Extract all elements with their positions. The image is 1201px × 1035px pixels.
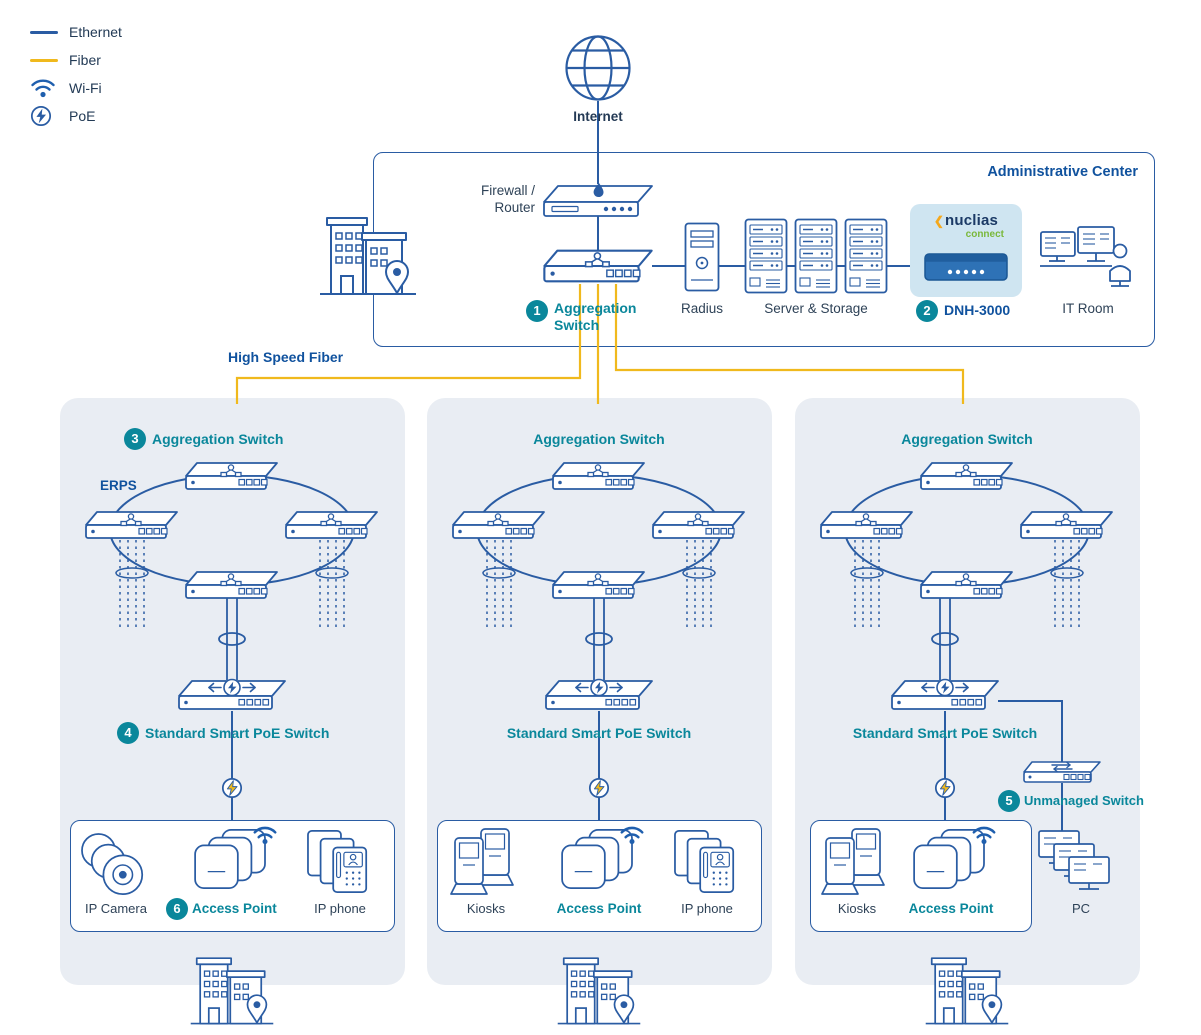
zone1-aggregation-switch-label: Aggregation Switch xyxy=(152,431,284,447)
core-aggregation-switch-icon xyxy=(542,248,654,284)
legend-row-wifi: Wi-Fi xyxy=(30,74,122,102)
ring-switch-top-icon xyxy=(551,461,646,491)
firewall-label-line1: Firewall / xyxy=(480,183,535,198)
ring-switch-left-icon xyxy=(451,510,546,540)
ring-switch-top-icon xyxy=(184,461,279,491)
firewall-router-label: Firewall / Router xyxy=(455,182,535,216)
internet-globe-icon xyxy=(563,33,633,103)
step-badge-6: 6 xyxy=(166,898,188,920)
poe-switch-icon xyxy=(177,677,287,713)
poe-bolt-icon xyxy=(934,777,956,799)
ip-phone-label: IP phone xyxy=(681,901,733,916)
ip-phone-icon xyxy=(305,830,375,896)
radius-server-icon xyxy=(684,222,720,292)
pc-label: PC xyxy=(1071,901,1091,916)
zone1-poe-switch-label: Standard Smart PoE Switch xyxy=(145,725,330,741)
server-storage-label: Server & Storage xyxy=(764,301,868,316)
ip-camera-icon xyxy=(79,832,153,900)
wifi-icon xyxy=(30,78,58,98)
agg-label-line2: Switch xyxy=(554,317,600,333)
nuclias-connect-wordmark: connect xyxy=(965,229,1004,240)
ring-switch-bottom-icon xyxy=(919,570,1014,600)
ip-phone-icon xyxy=(672,830,742,896)
ring-switch-top-icon xyxy=(919,461,1014,491)
agg-label-line1: Aggregation xyxy=(554,300,637,316)
server-rack-icon xyxy=(844,218,888,294)
admin-center-title: Administrative Center xyxy=(987,164,1138,180)
nuclias-wordmark: nuclias xyxy=(944,212,999,229)
poe-switch-icon xyxy=(544,677,654,713)
step-badge-2: 2 xyxy=(916,300,938,322)
zone1-building-icon xyxy=(189,942,275,1026)
legend-label: Fiber xyxy=(69,52,101,68)
dnh-3000-label: DNH-3000 xyxy=(944,302,1011,318)
legend-label: PoE xyxy=(69,108,96,124)
ring-switch-left-icon xyxy=(84,510,179,540)
poe-bolt-icon xyxy=(221,777,243,799)
ring-switch-right-icon xyxy=(651,510,746,540)
nuclias-logo: ❮nuclias xyxy=(910,213,1022,229)
step-badge-1: 1 xyxy=(526,300,548,322)
nuclias-chevron-icon: ❮ xyxy=(933,214,944,228)
ring-switch-right-icon xyxy=(284,510,379,540)
step-badge-4: 4 xyxy=(117,722,139,744)
pc-icon xyxy=(1038,830,1124,898)
radius-label: Radius xyxy=(680,301,724,316)
firewall-label-line2: Router xyxy=(494,200,535,215)
step-badge-3: 3 xyxy=(124,428,146,450)
access-point-icon xyxy=(905,826,997,892)
poe-icon xyxy=(30,105,58,127)
zone2-access-point-label: Access Point xyxy=(556,901,642,916)
it-room-label: IT Room xyxy=(1062,301,1114,316)
poe-switch-icon xyxy=(890,677,1000,713)
legend-label: Wi-Fi xyxy=(69,80,102,96)
kiosk-icon xyxy=(820,828,894,896)
ring-switch-bottom-icon xyxy=(184,570,279,600)
admin-building-icon xyxy=(318,200,418,296)
ip-phone-label: IP phone xyxy=(314,901,366,916)
zone2-aggregation-switch-label: Aggregation Switch xyxy=(533,431,665,447)
zone3-access-point-label: Access Point xyxy=(908,901,994,916)
access-point-icon xyxy=(553,826,645,892)
kiosks-label: Kiosks xyxy=(466,901,506,916)
kiosks-label: Kiosks xyxy=(837,901,877,916)
zone3-building-icon xyxy=(924,942,1010,1026)
server-rack-icon xyxy=(744,218,788,294)
legend-label: Ethernet xyxy=(69,24,122,40)
internet-label: Internet xyxy=(573,109,623,124)
zone2-poe-switch-label: Standard Smart PoE Switch xyxy=(506,725,692,741)
step-badge-5: 5 xyxy=(998,790,1020,812)
kiosk-icon xyxy=(449,828,523,896)
ring-switch-right-icon xyxy=(1019,510,1114,540)
erps-label: ERPS xyxy=(100,478,137,493)
zone2-building-icon xyxy=(556,942,642,1026)
dnh-3000-device-icon xyxy=(924,252,1008,282)
zone3-poe-switch-label: Standard Smart PoE Switch xyxy=(852,725,1038,741)
legend-row-fiber: Fiber xyxy=(30,46,122,74)
core-aggregation-switch-label: Aggregation Switch xyxy=(554,300,636,334)
nuclias-connect-panel: ❮nuclias connect xyxy=(910,204,1022,297)
zone3-aggregation-switch-label: Aggregation Switch xyxy=(901,431,1033,447)
fiber-line-swatch xyxy=(30,58,58,62)
legend: Ethernet Fiber Wi-Fi PoE xyxy=(30,18,122,130)
ring-switch-left-icon xyxy=(819,510,914,540)
unmanaged-switch-label: Unmanaged Switch xyxy=(1024,793,1144,808)
it-room-icon xyxy=(1040,224,1136,290)
zone1-access-point-label: Access Point xyxy=(192,901,277,916)
firewall-router-icon xyxy=(542,180,654,218)
poe-bolt-icon xyxy=(588,777,610,799)
unmanaged-switch-icon xyxy=(1022,760,1102,784)
server-rack-icon xyxy=(794,218,838,294)
ip-camera-label: IP Camera xyxy=(85,901,147,916)
legend-row-poe: PoE xyxy=(30,102,122,130)
legend-row-ethernet: Ethernet xyxy=(30,18,122,46)
ethernet-line-swatch xyxy=(30,30,58,34)
high-speed-fiber-label: High Speed Fiber xyxy=(228,349,344,365)
ring-switch-bottom-icon xyxy=(551,570,646,600)
access-point-icon xyxy=(186,826,278,892)
